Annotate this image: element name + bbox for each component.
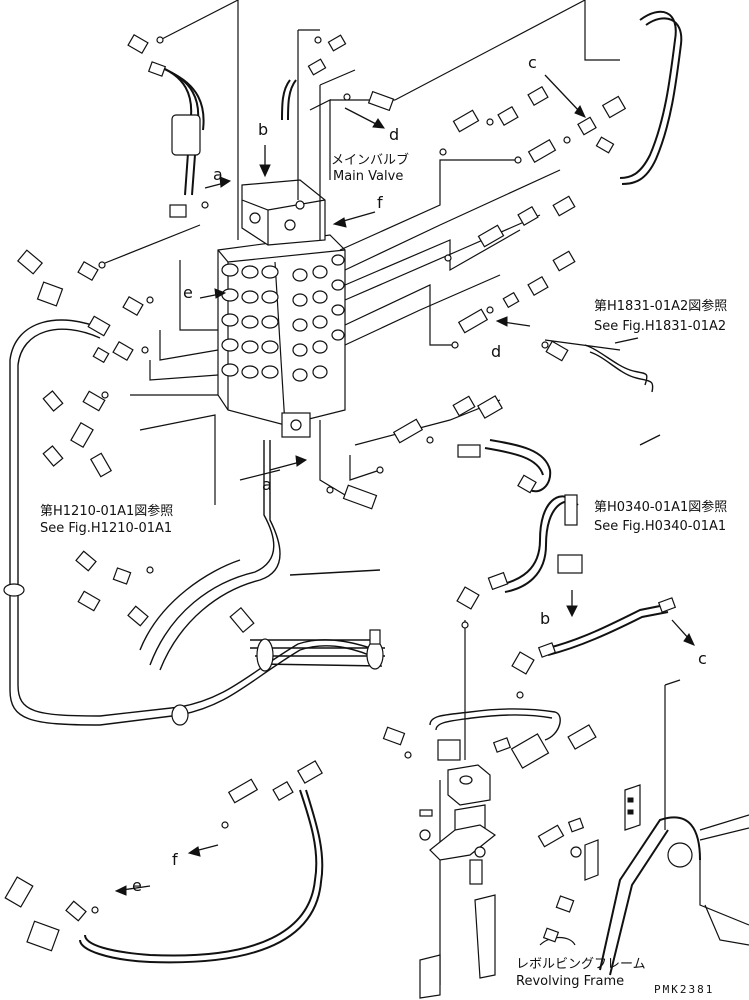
- callout-letter: a: [213, 165, 223, 184]
- drawing-code: PMK2381: [654, 983, 715, 996]
- callout-letter: f: [172, 850, 178, 869]
- main-valve-label-jp: メインバルブ: [331, 153, 410, 168]
- revolving-frame-label-jp: レボルビングフレーム: [516, 957, 646, 972]
- ref-h1210-en: See Fig.H1210-01A1: [40, 521, 173, 536]
- callout-letter: e: [132, 876, 142, 895]
- ref-h1210-jp: 第H1210-01A1図参照: [40, 504, 174, 519]
- callout-letter: b: [258, 120, 269, 139]
- fittings: [4, 33, 677, 952]
- revolving-frame: [599, 679, 749, 976]
- callout-letter: c: [528, 53, 537, 72]
- callout-letter: d: [389, 125, 400, 144]
- main-valve-block: [217, 179, 346, 438]
- ref-h1831-en: See Fig.H1831-01A2: [594, 319, 727, 334]
- main-valve-label-en: Main Valve: [333, 169, 404, 184]
- callout-letter: d: [491, 342, 502, 361]
- callout-letter: b: [540, 609, 551, 628]
- hoses: [3, 10, 683, 964]
- callout-letter: a: [262, 475, 272, 494]
- callout-letter: f: [377, 193, 383, 212]
- ref-h0340-en: See Fig.H0340-01A1: [594, 519, 727, 534]
- ref-h0340-jp: 第H0340-01A1図参照: [594, 500, 728, 515]
- bracket-assembly: [419, 764, 599, 999]
- ref-h1831-jp: 第H1831-01A2図参照: [594, 299, 728, 314]
- callout-letter: e: [183, 283, 193, 302]
- revolving-frame-label-en: Revolving Frame: [516, 974, 625, 989]
- arrow-icon: [114, 74, 695, 896]
- callout-letter: c: [698, 649, 707, 668]
- valve-spool-ports: [221, 254, 345, 382]
